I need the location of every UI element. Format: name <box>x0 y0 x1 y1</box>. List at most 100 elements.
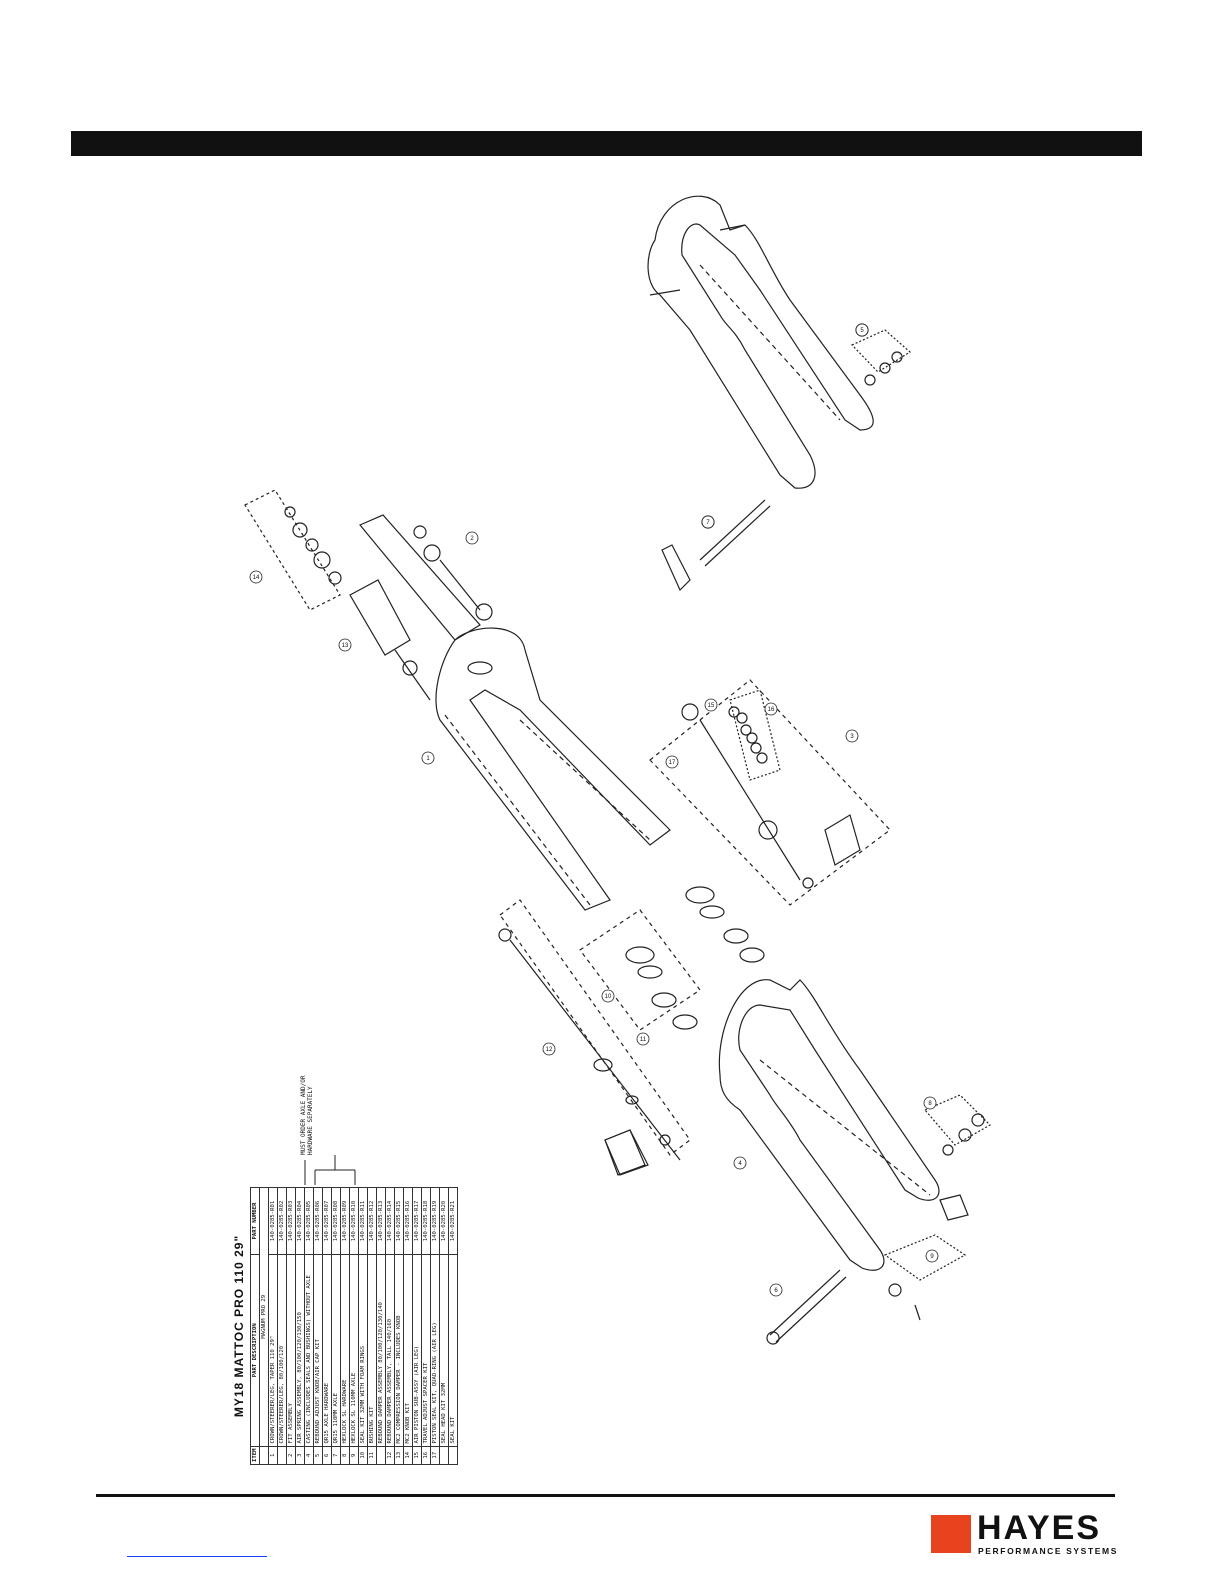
cell-part-number: 140-0285-R09 <box>340 1187 350 1255</box>
cell-item <box>376 1446 386 1465</box>
cell-part-number: 140-0285-R21 <box>448 1187 458 1255</box>
svg-text:16: 16 <box>768 707 775 713</box>
cell-description: HEXLOCK SL HARDWARE <box>340 1254 350 1447</box>
header-description: PART DESCRIPTION <box>250 1254 260 1447</box>
svg-text:8: 8 <box>928 1101 932 1107</box>
cell-part-number: 140-0285-R20 <box>439 1187 449 1255</box>
cell-part-number: 140-0285-R14 <box>385 1187 395 1255</box>
cell-item: 6 <box>322 1446 332 1465</box>
cell-description: REBOUND DAMPER ASSEMBLY, TALL 140/160 <box>385 1254 395 1447</box>
svg-text:14: 14 <box>253 575 260 581</box>
hexlock-hardware <box>883 1094 991 1321</box>
cell-part-number: 140-0285-R05 <box>304 1187 314 1255</box>
cell-item: 8 <box>340 1446 350 1465</box>
cell-item: 1 <box>268 1446 278 1465</box>
cell-item: 14 <box>403 1446 413 1465</box>
damper-cartridge <box>604 1129 649 1176</box>
callout-balloons: 1 2 3 4 5 6 7 8 9 10 11 12 13 14 15 16 1… <box>249 323 939 1297</box>
callout-7: 7 <box>701 515 715 529</box>
cell-item: 3 <box>295 1446 305 1465</box>
svg-text:12: 12 <box>546 1047 553 1053</box>
callout-13: 13 <box>338 638 352 652</box>
hayes-logo: HAYES PERFORMANCE SYSTEMS <box>931 1509 1118 1559</box>
cell-description: REBOUND DAMPER ASSEMBLY 80/100/120/130/1… <box>376 1254 386 1447</box>
cell-part-number: 140-0285-R04 <box>295 1187 305 1255</box>
cell-description: SEAL KIT 32MM WITH FOAM RINGS <box>358 1254 368 1447</box>
svg-text:3: 3 <box>850 734 854 740</box>
cell-description: CROWN/STEERER/LEG, 80/100/120 <box>277 1254 287 1447</box>
svg-text:2: 2 <box>470 536 474 542</box>
cell-item: 2 <box>286 1446 296 1465</box>
cell-part-number: 140-0285-R18 <box>421 1187 431 1255</box>
casting-upper-right <box>647 195 874 489</box>
cell-description: CROWN/STEERER/LEG, TAPER 110 29" <box>268 1254 278 1447</box>
svg-text:4: 4 <box>738 1161 742 1167</box>
svg-text:10: 10 <box>605 994 612 1000</box>
table-row: REBOUND DAMPER ASSEMBLY 80/100/120/130/1… <box>376 1187 386 1465</box>
cell-description: QR15 AXLE HARDWARE <box>322 1254 332 1447</box>
parts-table-title: MY18 MATTOC PRO 110 29" <box>232 1234 246 1418</box>
cell-item: 4 <box>304 1446 314 1465</box>
header-bar <box>71 131 1142 156</box>
callout-4: 4 <box>733 1156 747 1170</box>
cell-part-number: 140-0285-R06 <box>313 1187 323 1255</box>
footer-link[interactable] <box>127 1556 267 1557</box>
cell-item: 16 <box>421 1446 431 1465</box>
note-bracket <box>304 1155 356 1185</box>
model-name: MAGNUM PRO 29 <box>259 1187 269 1447</box>
cell-part-number: 140-0285-R03 <box>286 1187 296 1255</box>
logo-name: HAYES <box>977 1509 1102 1547</box>
cell-description: TRAVEL ADJUST SPACER KIT <box>421 1254 431 1447</box>
callout-16: 16 <box>764 702 778 716</box>
svg-text:5: 5 <box>860 328 864 334</box>
cell-item: 10 <box>358 1446 368 1465</box>
cell-description: SEAL KIT <box>448 1254 458 1447</box>
cell-part-number: 140-0285-R01 <box>268 1187 278 1255</box>
callout-17: 17 <box>665 755 679 769</box>
crown-steerer-legs <box>359 514 671 911</box>
cell-item <box>448 1446 458 1465</box>
rebound-damper-assembly <box>498 899 691 1176</box>
cell-description: PISTON SEAL KIT, QUAD-RING (AIR LEG) <box>430 1254 440 1447</box>
cell-description: HEXLOCK SL 110MM AXLE <box>349 1254 359 1447</box>
callout-12: 12 <box>542 1042 556 1056</box>
cell-part-number: 140-0285-R13 <box>376 1187 386 1255</box>
logo-mark <box>931 1515 971 1553</box>
callout-3: 3 <box>845 729 859 743</box>
cell-description: FIT ASSEMBLY <box>286 1254 296 1447</box>
cell-item: 13 <box>394 1446 404 1465</box>
svg-text:11: 11 <box>640 1037 647 1043</box>
header-item: ITEM <box>250 1446 260 1465</box>
callout-6: 6 <box>769 1283 783 1297</box>
cell-item <box>439 1446 449 1465</box>
footer-rule <box>96 1494 1115 1497</box>
callout-2: 2 <box>465 531 479 545</box>
svg-text:1: 1 <box>426 756 430 762</box>
note-line-2: HARDWARE SEPARATELY <box>307 1086 314 1155</box>
cell-part-number: 140-0285-R07 <box>322 1187 332 1255</box>
callout-10: 10 <box>601 989 615 1003</box>
logo-tagline: PERFORMANCE SYSTEMS <box>978 1546 1118 1556</box>
header-part-number: PART NUMBER <box>250 1187 260 1255</box>
parts-table-subheader: MAGNUM PRO 29 <box>259 1187 269 1465</box>
cell-item: 15 <box>412 1446 422 1465</box>
svg-text:13: 13 <box>342 643 349 649</box>
svg-text:7: 7 <box>706 520 710 526</box>
cell-description: REBOUND ADJUST KNOB/AIR CAP KIT <box>313 1254 323 1447</box>
cell-part-number: 140-0285-R16 <box>403 1187 413 1255</box>
cell-part-number: 140-0285-R10 <box>349 1187 359 1255</box>
